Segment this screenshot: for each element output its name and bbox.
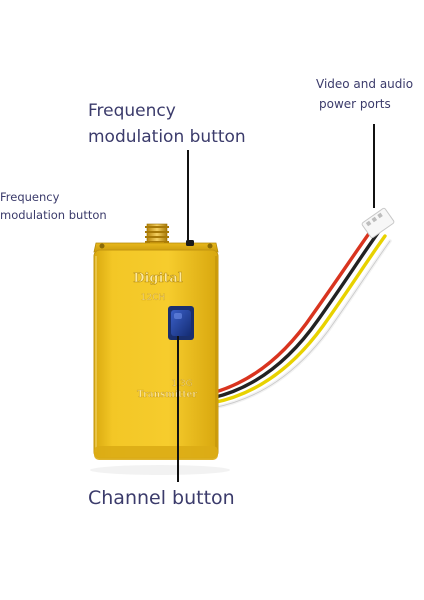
video-audio-power-ports-label: Video and audio power ports bbox=[316, 74, 413, 114]
device-channels-text: 12CH bbox=[141, 293, 166, 303]
frequency-modulation-button[interactable] bbox=[186, 240, 194, 246]
label-line: Video and audio bbox=[316, 77, 414, 91]
connector-icon bbox=[361, 207, 395, 239]
screw-icon bbox=[207, 243, 213, 249]
channel-button-label: Channel button bbox=[88, 487, 235, 509]
device-band-text: 1.3G bbox=[171, 379, 192, 389]
label-line: Frequency bbox=[88, 101, 176, 121]
label-line: power ports bbox=[319, 97, 391, 111]
device-type-text: Transmitter bbox=[137, 390, 197, 400]
label-line: modulation button bbox=[0, 208, 107, 222]
label-line: modulation button bbox=[88, 127, 246, 147]
screw-icon bbox=[99, 243, 105, 249]
wire-bundle bbox=[210, 223, 392, 410]
frequency-modulation-label-left: Frequency modulation button bbox=[0, 188, 107, 224]
device-brand-text: Digital bbox=[133, 271, 183, 286]
frequency-modulation-label-top: Frequency modulation button bbox=[88, 98, 246, 150]
label-line: Frequency bbox=[0, 190, 60, 204]
